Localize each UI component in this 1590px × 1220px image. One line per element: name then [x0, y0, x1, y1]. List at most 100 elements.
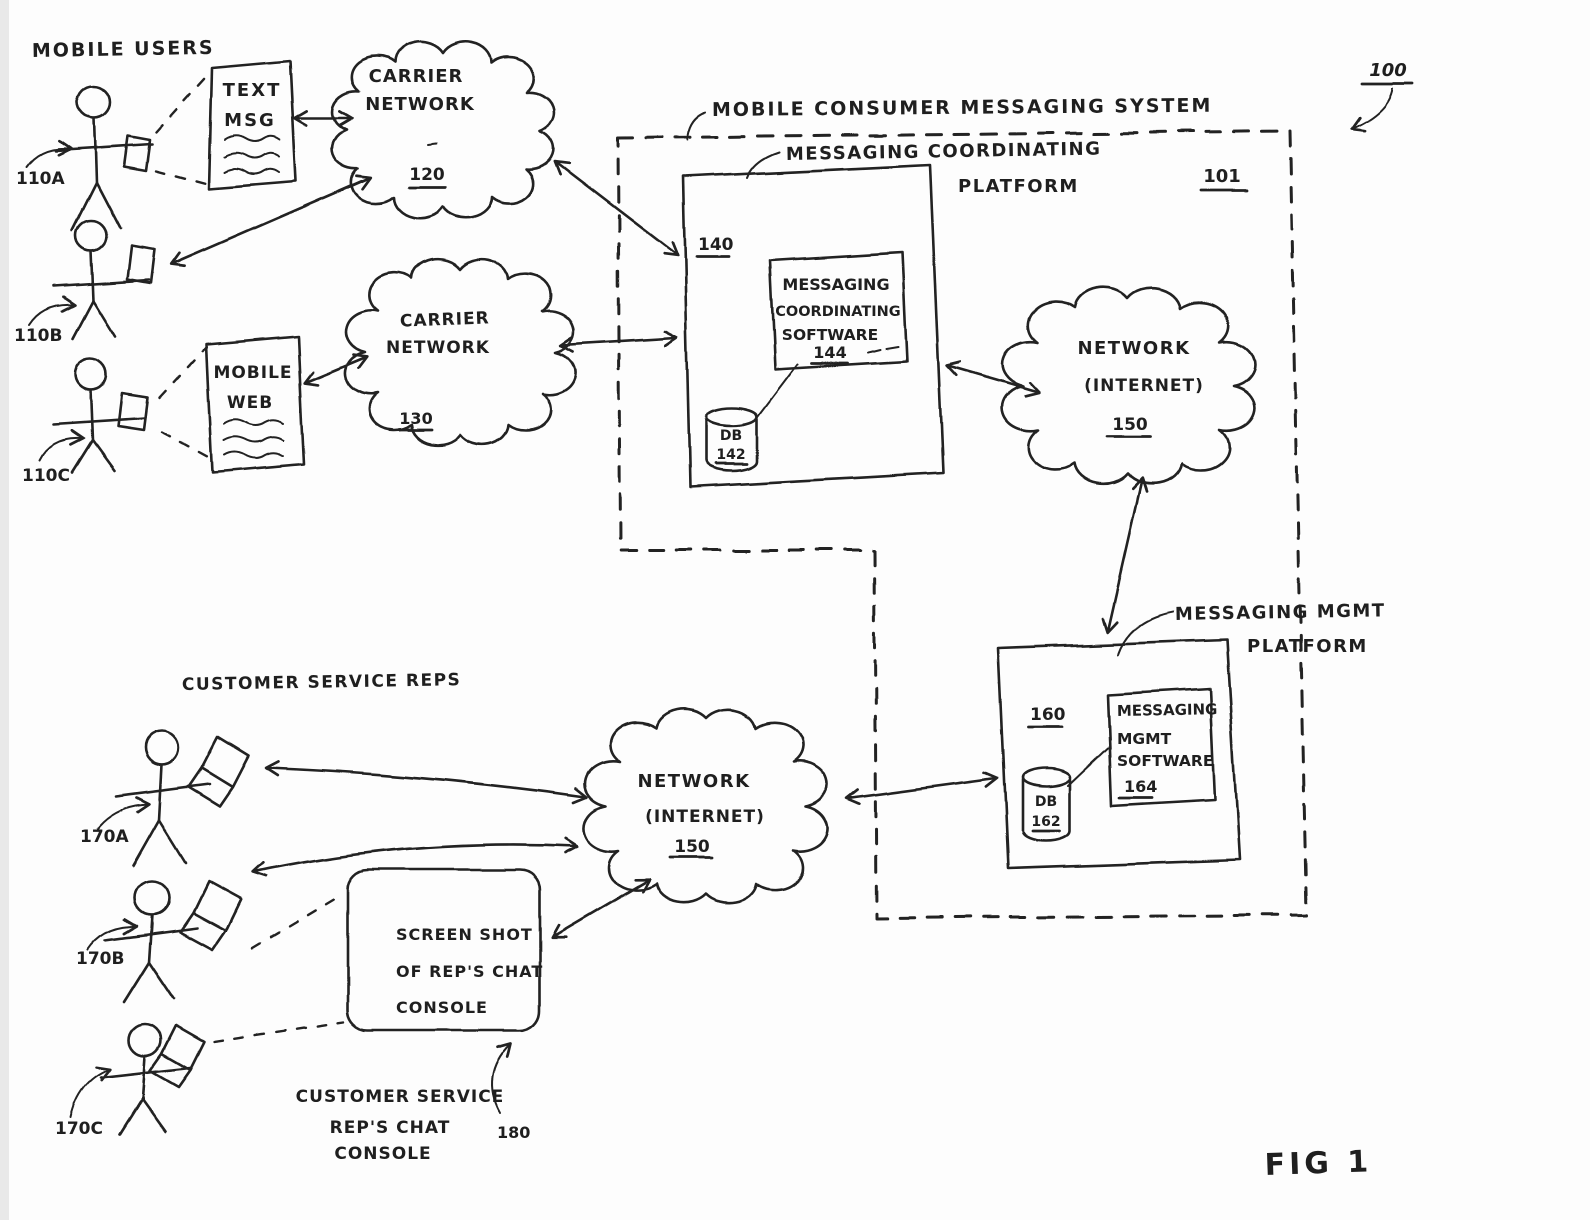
internet-bottom-ref: 150 [674, 837, 710, 857]
phone-icon [125, 244, 156, 285]
ref-110c: 110C [22, 466, 70, 486]
console-screen-line3: CONSOLE [396, 998, 488, 1017]
coordinating-software-line2: COORDINATING [775, 304, 900, 320]
mgmt-software-ref-164: 164 [1124, 777, 1157, 796]
mobile-user-110a-figure [54, 84, 154, 232]
carrier-120-line2: NETWORK [365, 94, 475, 115]
service-rep-170a-figure [114, 729, 251, 868]
ref-170b-pointer-arrow [87, 917, 139, 951]
mgmt-platform-title-tick [1117, 611, 1173, 655]
stick-figure-legs [71, 298, 117, 340]
arrow-internet150bottom-rep170a [265, 760, 588, 804]
mgmt-platform-title1: MESSAGING MGMT [1175, 600, 1386, 625]
mgmt-platform-ref-160: 160 [1030, 705, 1066, 725]
stick-figure-legs [70, 180, 122, 232]
stick-figure-head [72, 357, 108, 393]
stick-figure-arms [54, 142, 154, 152]
document-outline [204, 335, 306, 475]
arrow-consolebox-internet150bottom [550, 877, 651, 939]
db-to-software-connector [1067, 747, 1109, 787]
mobile-users-title: MOBILE USERS [32, 37, 215, 62]
coordinating-platform-title1: MESSAGING COORDINATING [786, 138, 1102, 165]
ref-170c: 170C [55, 1119, 103, 1139]
ref-110b-pointer-arrow [29, 294, 77, 325]
ref-100-pointer-arrow [1349, 87, 1393, 132]
mgmt-software-box [1106, 686, 1217, 808]
phone-icon [122, 134, 152, 172]
carrier-130-line2: NETWORK [386, 338, 490, 358]
mobile-user-110c-figure [51, 357, 150, 474]
carrier-120-ref: 120 [409, 165, 445, 185]
messaging-coordinating-platform-box [681, 163, 945, 489]
figure-text-layer: MOBILE USERS 110A 110B 110C TEXT MSG MOB… [14, 37, 1407, 1183]
stick-figure-arms [51, 416, 147, 426]
platform-outline [681, 163, 945, 489]
service-rep-170c-figure [98, 1022, 206, 1137]
arrow-carrier130-coordplatform [559, 330, 679, 353]
coordinating-software-ref-144: 144 [813, 343, 846, 362]
stick-figure-head [127, 1022, 163, 1058]
arrow-carrier120-coordplatform [553, 159, 679, 257]
coordinating-platform-ref-140: 140 [698, 235, 734, 255]
db-142-ref: 142 [716, 447, 745, 463]
ref-110c-pointer-arrow [39, 428, 85, 461]
db-to-software-connector [756, 363, 799, 419]
scan-edge-artifact [0, 0, 9, 1220]
platform-outline [996, 638, 1242, 870]
db-162-ref: 162 [1031, 814, 1060, 830]
document-squiggle-lines [223, 135, 280, 176]
messaging-mgmt-platform-box [996, 638, 1242, 870]
stick-figure-head [76, 84, 112, 120]
mgmt-software-line1: MESSAGING [1117, 700, 1218, 720]
console-projection-170c [212, 1020, 346, 1044]
laptop-icon [148, 1024, 206, 1089]
mgmt-platform-title2: PLATFORM [1247, 636, 1368, 657]
mgmt-software-line2: MGMT [1117, 730, 1172, 748]
arrow-mgmtplatform-internet150bottom [845, 771, 999, 805]
ref-170b: 170B [76, 949, 124, 969]
stick-figure-head [74, 218, 108, 252]
internet-bottom-line1: NETWORK [637, 771, 750, 792]
laptop-icon [178, 880, 243, 952]
stick-figure-body [92, 116, 98, 184]
internet-right-line1: NETWORK [1077, 338, 1190, 359]
cloud-ink-speck [427, 143, 437, 146]
fig-label: FIG 1 [1264, 1144, 1373, 1183]
network-internet-150-bottom-cloud [583, 707, 829, 905]
mobile-web-line1: MOBILE [213, 363, 292, 383]
carrier-network-130-cloud [344, 257, 576, 447]
text-msg-line1: TEXT [223, 80, 282, 101]
document-squiggle-lines [223, 419, 284, 460]
system-ref-101: 101 [1203, 166, 1241, 187]
stick-figure-body [88, 389, 94, 442]
internet-right-ref: 150 [1112, 415, 1148, 435]
internet-right-line2: (INTERNET) [1084, 376, 1204, 396]
stick-figure-body [89, 248, 95, 302]
carrier-120-line1: CARRIER [369, 66, 464, 87]
stick-figure-legs [118, 1098, 167, 1137]
stick-figure-head [133, 879, 171, 917]
coordinating-platform-title-tick [747, 151, 781, 179]
stick-figure-body [157, 763, 164, 822]
customer-service-title: CUSTOMER SERVICE REPS [182, 670, 462, 695]
mgmt-software-line3: SOFTWARE [1117, 752, 1213, 770]
screen-projection-110a [154, 72, 210, 186]
phone-icon [116, 392, 150, 432]
coordinating-software-line1: MESSAGING [782, 275, 889, 294]
arrow-carrier120-user110b [169, 174, 373, 268]
db-142-label: DB [720, 428, 742, 444]
ref-170a-pointer-arrow [95, 796, 151, 831]
ref-110a: 110A [16, 169, 65, 189]
mobile-user-110b-figure [52, 218, 156, 340]
arrow-internet150bottom-rep170b [252, 837, 579, 878]
arrow-internet150-mgmtplatform [1102, 477, 1148, 633]
carrier-130-line1: CARRIER [400, 308, 490, 331]
mobile-web-document [204, 335, 306, 475]
arrow-mobileweb-carrier130 [303, 353, 369, 386]
system-title-tick [685, 111, 706, 141]
screen-projection-110c [158, 346, 212, 460]
stick-figure-body [140, 1054, 147, 1102]
service-rep-170b-figure [104, 879, 243, 1004]
